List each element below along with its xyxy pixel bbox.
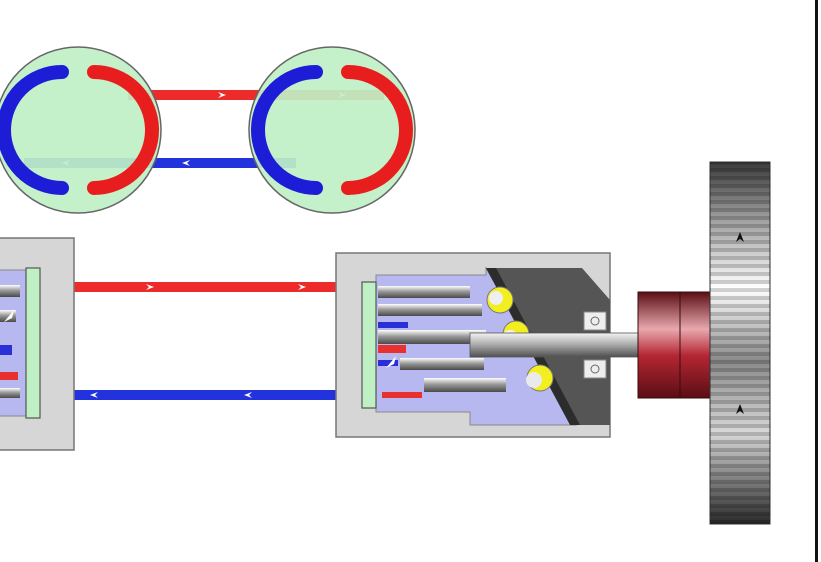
- left-pump-valve-plate: [25, 267, 41, 419]
- left-plate-return-kidney: [0, 65, 69, 195]
- right-motor-valve-plate: [361, 281, 377, 409]
- pump-housing-left: [0, 237, 75, 451]
- right-port-plate: [248, 46, 416, 214]
- left-plate-pressure-kidney: [87, 65, 159, 195]
- gear-rotation-arrow-top: [736, 232, 744, 242]
- bearing-bottom: [583, 359, 607, 379]
- gear-rotation-arrow-bottom: [736, 404, 744, 414]
- drive-shaft: [469, 332, 643, 358]
- frame-edge-line: [815, 0, 818, 562]
- left-port-plate: [0, 46, 162, 214]
- main-pressure-line: [42, 282, 364, 292]
- right-plate-pressure-kidney: [341, 65, 413, 195]
- output-gear: [709, 161, 771, 525]
- right-plate-return-kidney: [251, 65, 323, 195]
- bearing-top: [583, 311, 607, 331]
- main-return-line: [42, 390, 364, 400]
- shaft-coupling: [637, 291, 717, 399]
